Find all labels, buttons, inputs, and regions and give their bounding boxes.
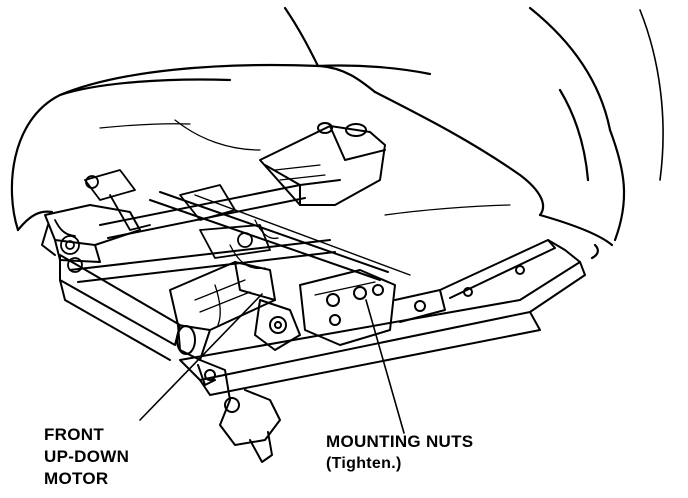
front-mechanism bbox=[54, 169, 279, 273]
front-leg-bracket bbox=[197, 359, 281, 463]
rear-motor-housing bbox=[259, 122, 386, 206]
mounting-nuts-label-line1: MOUNTING NUTS bbox=[326, 432, 474, 451]
mounting-bracket bbox=[254, 269, 446, 351]
seat-back bbox=[283, 6, 664, 260]
seat-frame-rails bbox=[41, 184, 586, 396]
front-motor-label-line3: MOTOR bbox=[44, 469, 109, 488]
mounting-nuts-label: MOUNTING NUTS (Tighten.) bbox=[326, 431, 556, 475]
seat-cushion bbox=[10, 63, 614, 247]
front-motor-label-line1: FRONT bbox=[44, 425, 105, 444]
mounting-nuts-label-line2: (Tighten.) bbox=[326, 455, 402, 472]
front-up-down-motor bbox=[169, 261, 276, 361]
nuts-leader-line bbox=[365, 299, 405, 434]
front-motor-label-line2: UP-DOWN bbox=[44, 447, 130, 466]
leader-lines bbox=[139, 293, 405, 434]
motor-leader-line bbox=[139, 293, 263, 421]
front-up-down-motor-label: FRONT UP-DOWN MOTOR bbox=[44, 424, 174, 490]
